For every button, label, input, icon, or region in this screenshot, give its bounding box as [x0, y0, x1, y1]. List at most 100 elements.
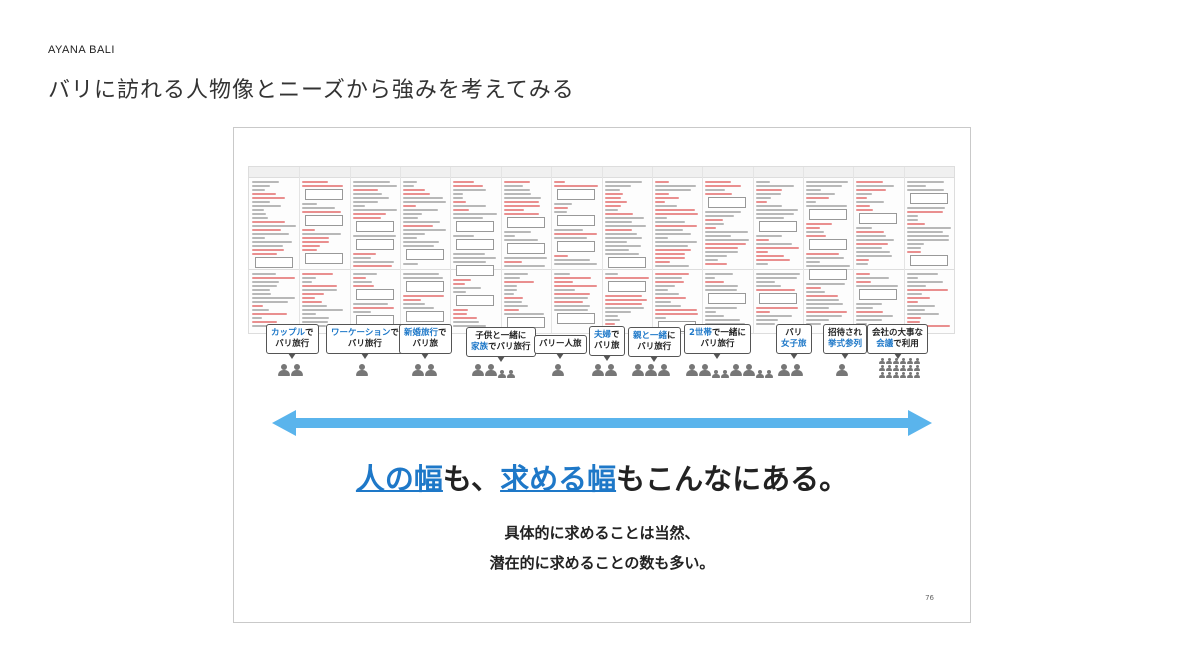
person-icon-head — [887, 365, 891, 368]
persona-callout: 新婚旅行でバリ旅 — [399, 324, 452, 359]
table-text-line — [806, 235, 827, 237]
table-text-line — [756, 181, 770, 183]
table-text-line — [655, 225, 697, 227]
table-column-divider — [400, 167, 401, 333]
table-mini-callout — [859, 213, 898, 224]
table-text-line — [907, 301, 919, 303]
table-text-line — [756, 185, 795, 187]
table-text-line — [756, 197, 771, 199]
person-icon-head — [415, 364, 421, 370]
table-text-line — [302, 301, 323, 303]
brand-label: AYANA BALI — [48, 44, 115, 56]
table-text-line — [403, 263, 418, 265]
table-text-line — [705, 289, 738, 291]
table-text-line — [554, 255, 569, 257]
table-text-line — [554, 229, 584, 231]
persona-callout-text: 家族 — [471, 342, 489, 352]
table-text-line — [756, 251, 769, 253]
table-text-line — [302, 297, 315, 299]
table-text-line — [756, 263, 768, 265]
persona-callout-text: 挙式参列 — [828, 339, 863, 349]
person-icon-body — [658, 370, 670, 377]
table-text-line — [353, 311, 371, 313]
person-icon-head — [608, 364, 614, 370]
table-text-line — [453, 309, 468, 311]
table-text-line — [302, 229, 315, 231]
table-text-line — [252, 217, 269, 219]
table-text-line — [554, 289, 575, 291]
person-icon-head — [915, 372, 919, 375]
table-text-line — [252, 305, 263, 307]
persona-callout-text: バリ旅 — [412, 339, 439, 349]
table-text-line — [554, 281, 573, 283]
person-icon-head — [475, 364, 481, 370]
table-text-line — [806, 253, 840, 255]
table-text-line — [605, 253, 640, 255]
table-text-line — [252, 245, 283, 247]
table-text-line — [252, 273, 277, 275]
table-mini-callout — [557, 189, 596, 200]
table-text-line — [554, 309, 588, 311]
table-text-line — [605, 299, 647, 301]
person-icon-head — [894, 358, 898, 361]
table-text-line — [705, 315, 724, 317]
person-icon-head — [908, 358, 912, 361]
table-text-line — [605, 197, 621, 199]
table-text-line — [403, 295, 444, 297]
persona-callout: 子供と一緒に家族でバリ旅行 — [466, 327, 536, 362]
table-text-line — [605, 295, 642, 297]
table-text-line — [806, 257, 844, 259]
table-text-line — [756, 189, 782, 191]
table-text-line — [856, 197, 867, 199]
table-text-line — [302, 211, 341, 213]
table-text-line — [252, 233, 289, 235]
table-text-line — [302, 281, 313, 283]
person-icon-body — [552, 370, 564, 377]
table-text-line — [806, 307, 830, 309]
person-icon-head — [908, 372, 912, 375]
table-text-line — [705, 227, 716, 229]
table-text-line — [605, 311, 632, 313]
table-mini-callout — [809, 209, 848, 220]
table-text-line — [756, 201, 767, 203]
table-text-line — [554, 181, 565, 183]
table-text-line — [907, 243, 924, 245]
table-text-line — [655, 189, 692, 191]
table-text-line — [907, 181, 945, 183]
table-text-line — [504, 289, 518, 291]
person-icon-head — [915, 365, 919, 368]
table-text-line — [806, 291, 826, 293]
table-text-line — [806, 265, 850, 267]
table-text-line — [302, 207, 335, 209]
table-text-line — [252, 277, 295, 279]
table-text-line — [756, 315, 793, 317]
person-icon-body — [914, 361, 920, 365]
table-text-line — [856, 227, 873, 229]
persona-callout-text: 女子旅 — [781, 339, 807, 349]
person-icon-head — [488, 364, 494, 370]
table-text-line — [453, 257, 496, 259]
table-mini-callout — [759, 293, 798, 304]
table-text-line — [655, 273, 689, 275]
person-icon-head — [894, 372, 898, 375]
table-text-line — [655, 285, 676, 287]
person-icon-head — [887, 372, 891, 375]
table-text-line — [655, 249, 691, 251]
table-text-line — [655, 301, 671, 303]
headline-person-range: 人の幅 — [355, 462, 443, 496]
person-icon-head — [880, 372, 884, 375]
person-icon-head — [880, 358, 884, 361]
table-text-line — [353, 185, 397, 187]
table-text-line — [453, 205, 487, 207]
table-text-line — [605, 209, 619, 211]
table-text-line — [605, 233, 637, 235]
table-text-line — [655, 277, 683, 279]
table-text-line — [252, 237, 265, 239]
table-text-line — [655, 185, 696, 187]
table-text-line — [605, 237, 643, 239]
table-text-line — [705, 311, 716, 313]
table-text-line — [353, 213, 387, 215]
table-text-line — [655, 281, 685, 283]
table-text-line — [705, 259, 719, 261]
persona-callout: 夫婦でバリ旅 — [589, 326, 625, 361]
